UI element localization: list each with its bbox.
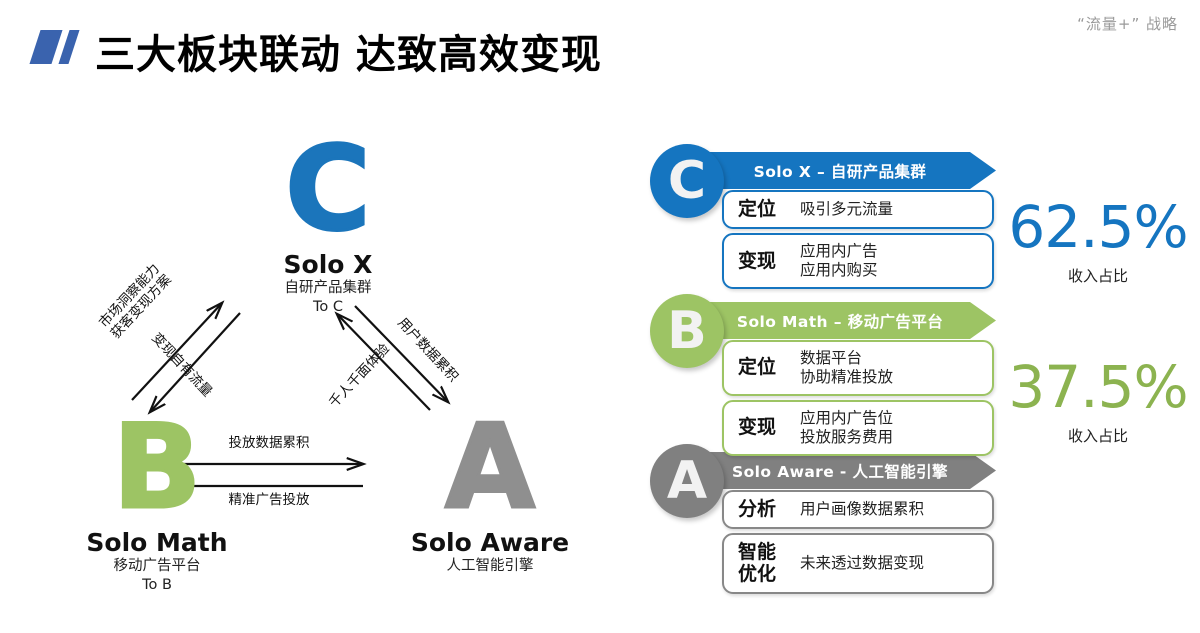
row-value: 数据平台协助精准投放: [800, 349, 894, 386]
row-value: 应用内广告应用内购买: [800, 242, 878, 280]
table-row[interactable]: 定位 吸引多元流量: [722, 190, 994, 230]
diagram-node-solo-aware: A Solo Aware 人工智能引擎: [385, 400, 595, 576]
row-key: 分析: [738, 498, 777, 520]
row-key: 变现: [738, 249, 777, 272]
diagram-node-solo-math: B Solo Math 移动广告平台 To B: [52, 400, 262, 594]
stat-revenue-share-b: 37.5% 收入占比: [998, 358, 1198, 446]
row-value: 用户画像数据累积: [800, 500, 925, 519]
row-key: 智能优化: [738, 541, 777, 585]
stat-revenue-share-c: 62.5% 收入占比: [998, 198, 1198, 286]
row-value: 未来透过数据变现: [800, 554, 925, 573]
page-title: 三大板块联动 达致高效变现: [95, 32, 602, 78]
corner-tag: “流量+” 战略: [1077, 15, 1178, 33]
slide-header: 三大板块联动 达致高效变现 “流量+” 战略: [0, 0, 1200, 96]
table-row[interactable]: 变现 应用内广告应用内购买: [722, 233, 994, 290]
edge-label-b-to-a: 投放数据累积: [228, 435, 310, 451]
block-rows-solo-x: 定位 吸引多元流量 变现 应用内广告应用内购买: [722, 190, 994, 293]
node-name-solo-aware: Solo Aware: [410, 528, 570, 557]
table-row[interactable]: 变现 应用内广告位投放服务费用: [722, 399, 994, 456]
diagram-node-solo-x: C Solo X 自研产品集群 To C: [228, 122, 428, 316]
node-name-solo-x: Solo X: [283, 250, 373, 279]
node-name-solo-math: Solo Math: [86, 528, 228, 557]
table-row[interactable]: 分析 用户画像数据累积: [722, 490, 994, 530]
triangle-diagram: C Solo X 自研产品集群 To C B Solo Math 移动广告平台 …: [0, 110, 640, 620]
block-rows-solo-math: 定位 数据平台协助精准投放 变现 应用内广告位投放服务费用: [722, 340, 994, 460]
row-key: 定位: [738, 198, 777, 220]
block-rows-solo-aware: 分析 用户画像数据累积 智能优化 未来透过数据变现: [722, 490, 994, 598]
block-banner-solo-math: Solo Math – 移动广告平台: [706, 302, 996, 339]
stat-value: 37.5%: [1008, 353, 1188, 421]
stat-caption: 收入占比: [1067, 267, 1128, 285]
node-sub2-solo-x: To C: [313, 298, 343, 315]
stat-caption: 收入占比: [1067, 427, 1128, 445]
row-value: 应用内广告位投放服务费用: [800, 408, 894, 446]
row-key: 变现: [738, 416, 777, 439]
edge-label-a-to-b: 精准广告投放: [228, 492, 310, 508]
node-sub2-solo-math: To B: [142, 576, 172, 593]
triangle-arrows: [131, 110, 640, 620]
table-row[interactable]: 定位 数据平台协助精准投放: [722, 340, 994, 396]
block-badge-c: C: [650, 144, 724, 218]
block-badge-a: A: [650, 444, 724, 518]
node-letter-c: C: [284, 122, 372, 257]
row-value: 吸引多元流量: [800, 200, 894, 219]
block-banner-solo-aware: Solo Aware - 人工智能引擎: [706, 452, 996, 489]
block-badge-b: B: [650, 294, 724, 368]
node-letter-a: A: [444, 400, 537, 535]
node-letter-b: B: [111, 400, 202, 535]
block-banner-solo-x: Solo X – 自研产品集群: [706, 152, 996, 189]
table-row[interactable]: 智能优化 未来透过数据变现: [722, 533, 994, 594]
node-sub1-solo-aware: 人工智能引擎: [446, 558, 534, 574]
right-panel: C Solo X – 自研产品集群 定位 吸引多元流量 变现 应用内广告应用内购…: [650, 130, 1200, 620]
logo-mark-icon: [29, 30, 85, 64]
row-key: 定位: [738, 356, 777, 379]
node-sub1-solo-math: 移动广告平台: [113, 558, 201, 574]
stat-value: 62.5%: [1008, 193, 1188, 261]
node-sub1-solo-x: 自研产品集群: [284, 280, 372, 296]
